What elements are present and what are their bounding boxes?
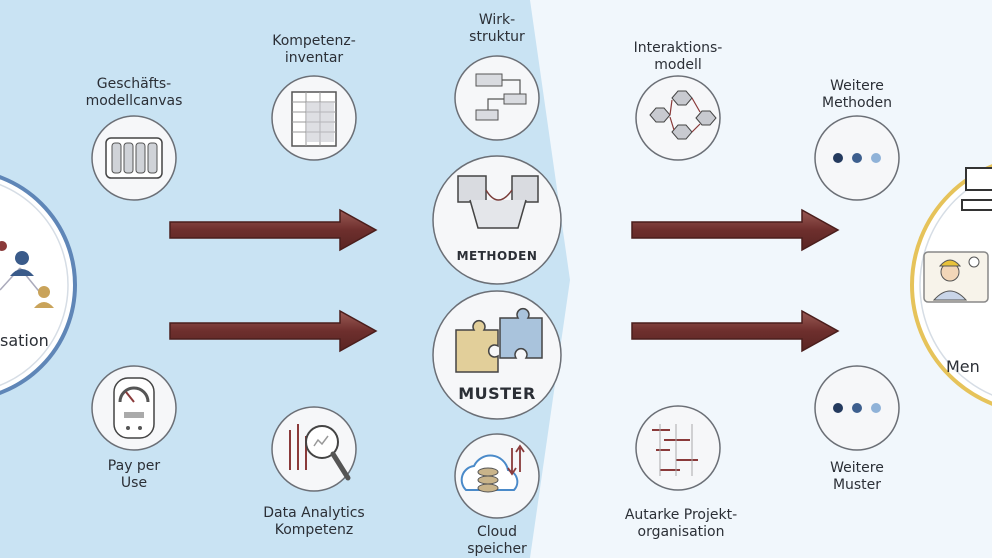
arrow-right-bottom [631, 309, 840, 353]
computer-icon [961, 167, 992, 211]
weitere-methoden-label: Weitere Methoden [822, 78, 892, 111]
method-cubes-icon [457, 175, 539, 229]
ellipsis-icon [833, 403, 881, 413]
cloud-storage-icon [460, 444, 525, 493]
geschaeftsmodell-label: Geschäfts- modellcanvas [85, 76, 183, 109]
right-organisation-circle [910, 164, 992, 406]
cloud-node [454, 433, 540, 519]
interaktion-node [635, 75, 721, 161]
canvas-board-icon [105, 137, 163, 179]
worker-video-icon [923, 251, 989, 303]
weitere-muster-label: Weitere Muster [830, 460, 884, 493]
arrow-right-top [631, 208, 840, 252]
puzzle-icon [455, 308, 543, 373]
muster-node [432, 290, 562, 420]
methoden-node [432, 155, 562, 285]
payperuse-node [91, 365, 177, 451]
spreadsheet-icon [291, 91, 337, 147]
wirkstruktur-label: Wirk- struktur [469, 12, 525, 45]
magnifier-chart-icon [289, 424, 351, 481]
arrow-left-bottom [169, 309, 378, 353]
left-organisation-circle [0, 175, 77, 395]
kompetenz-node [271, 75, 357, 161]
wirkstruktur-node [454, 55, 540, 141]
left-organisation-label: sation [0, 331, 49, 350]
kompetenz-label: Kompetenz- inventar [272, 33, 356, 66]
cloud-label: Cloud speicher [467, 524, 527, 557]
right-organisation-label: Men [946, 357, 980, 376]
interaktion-label: Interaktions- modell [633, 40, 723, 73]
dataanalytics-label: Data Analytics Kompetenz [263, 505, 365, 538]
autarke-node [635, 405, 721, 491]
gantt-icon [652, 424, 698, 476]
meter-icon [113, 377, 155, 439]
weitere-methoden-node [814, 115, 900, 201]
arrow-left-top [169, 208, 378, 252]
people-network-icon [0, 241, 54, 308]
muster-label: MUSTER [458, 384, 536, 403]
dataanalytics-node [271, 406, 357, 492]
flowchart-icon [475, 73, 527, 121]
geschaeftsmodell-node [91, 115, 177, 201]
interaction-network-icon [649, 90, 717, 140]
ellipsis-icon [833, 153, 881, 163]
autarke-label: Autarke Projekt- organisation [624, 507, 738, 540]
weitere-muster-node [814, 365, 900, 451]
payperuse-label: Pay per Use [107, 458, 161, 491]
methoden-label: METHODEN [456, 249, 538, 263]
